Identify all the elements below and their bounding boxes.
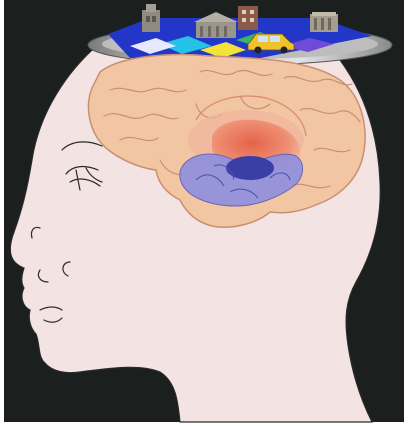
colonnade-building-icon — [310, 12, 338, 32]
tower-building-icon — [238, 6, 258, 30]
left-white-border — [0, 0, 4, 426]
right-white-border — [404, 0, 410, 426]
